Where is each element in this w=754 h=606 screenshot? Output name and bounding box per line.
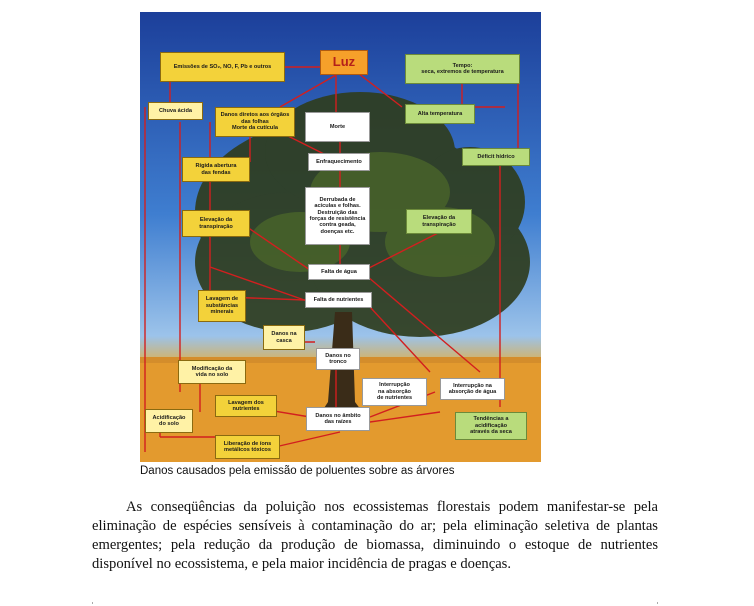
box-elevacao-transpiracao-esq: Elevação da transpiração	[182, 210, 250, 237]
box-derrubada: Derrubada de acículas e folhas. Destruiç…	[305, 187, 370, 245]
box-danos-diretos: Danos diretos aos órgãos das folhas Mort…	[215, 107, 295, 137]
box-chuva-acida: Chuva ácida	[148, 102, 203, 120]
page-edge-mark-left	[92, 602, 93, 604]
box-danos-raizes: Danos no âmbito das raízes	[306, 407, 370, 431]
box-falta-agua: Falta de água	[308, 264, 370, 280]
pollution-damage-diagram: Emissões de SO₂, NO, F, Pb e outros Luz …	[140, 12, 541, 462]
box-elevacao-transpiracao-dir: Elevação da transpiração	[406, 209, 472, 234]
box-interrupcao-nutrientes: Interrupção na absorção de nutrientes	[362, 378, 427, 406]
box-lavagem-nutrientes: Lavagem dos nutrientes	[215, 395, 277, 417]
box-danos-casca: Danos na casca	[263, 325, 305, 350]
box-falta-nutrientes: Falta de nutrientes	[305, 292, 372, 308]
figure-caption: Danos causados pela emissão de poluentes…	[140, 465, 455, 477]
box-tendencias: Tendências a acidificação através da sec…	[455, 412, 527, 440]
box-enfraquecimento: Enfraquecimento	[308, 153, 370, 171]
box-modificacao-vida: Modificação da vida no solo	[178, 360, 246, 384]
box-lavagem-substancias: Lavagem de substâncias minerais	[198, 290, 246, 322]
box-tempo: Tempo: seca, extremos de temperatura	[405, 54, 520, 84]
box-liberacao-ions: Liberação de íons metálicos tóxicos	[215, 435, 280, 459]
box-rigida-abertura: Rígida abertura das fendas	[182, 157, 250, 182]
box-emissoes: Emissões de SO₂, NO, F, Pb e outros	[160, 52, 285, 82]
box-deficit-hidrico: Déficit hídrico	[462, 148, 530, 166]
box-danos-tronco: Danos no tronco	[316, 348, 360, 370]
page-edge-mark-right	[657, 602, 658, 604]
box-alta-temperatura: Alta temperatura	[405, 104, 475, 124]
box-interrupcao-agua: Interrupção na absorção de água	[440, 378, 505, 400]
box-morte: Morte	[305, 112, 370, 142]
box-acidificacao-solo: Acidificação do solo	[145, 409, 193, 433]
box-luz: Luz	[320, 50, 368, 75]
body-paragraph: As conseqüências da poluição nos ecossis…	[92, 499, 658, 572]
